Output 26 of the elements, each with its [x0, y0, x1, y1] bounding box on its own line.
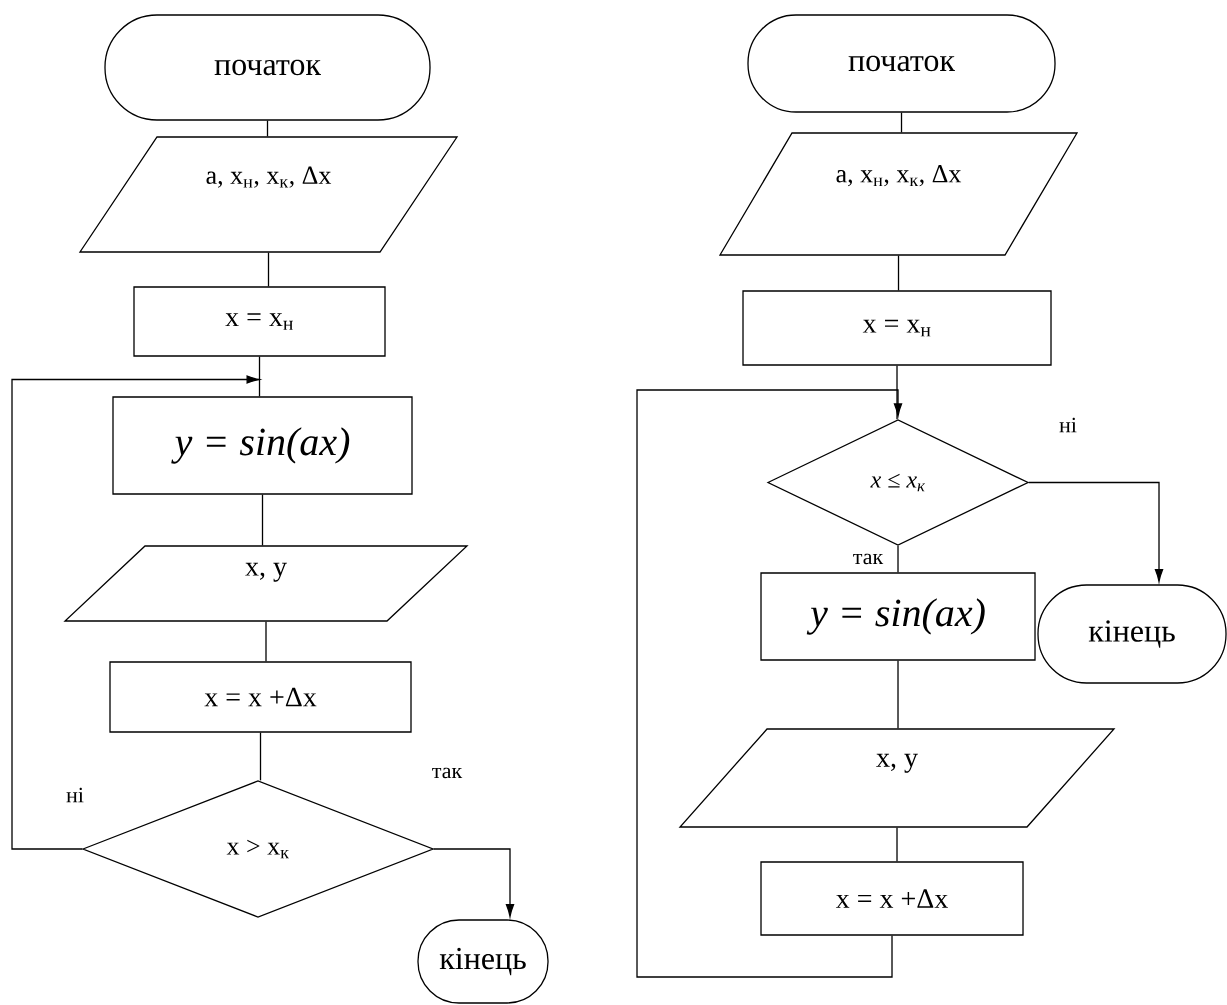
arrow — [636, 389, 903, 978]
process-box: x = x$_{н}$ — [133, 286, 386, 357]
process-box: y = sin(ax) — [112, 396, 413, 495]
connector-line — [897, 660, 899, 729]
process-box: x = x +Δx — [109, 661, 412, 733]
edge-label: ні — [1059, 417, 1077, 433]
process-box: x = x$_{н}$ — [742, 290, 1052, 366]
connector-line — [900, 112, 903, 133]
edge-label: ні — [66, 787, 84, 803]
connector-line — [261, 494, 264, 546]
process-box: x = x +Δx — [760, 861, 1024, 936]
edge-label: так — [853, 553, 884, 565]
connector-line — [258, 356, 261, 397]
connector-line — [266, 120, 269, 137]
arrow — [1028, 481, 1164, 583]
arrow — [11, 375, 260, 850]
connector-line — [896, 827, 898, 862]
connector-line — [896, 365, 898, 420]
arrow — [433, 848, 515, 918]
edge-label: так — [432, 767, 463, 779]
process-box: y = sin(ax) — [760, 572, 1036, 661]
connector-line — [267, 252, 270, 287]
connector-line — [897, 545, 899, 573]
connector-line — [259, 732, 262, 781]
connector-line — [897, 255, 900, 291]
connector-line — [265, 621, 267, 662]
